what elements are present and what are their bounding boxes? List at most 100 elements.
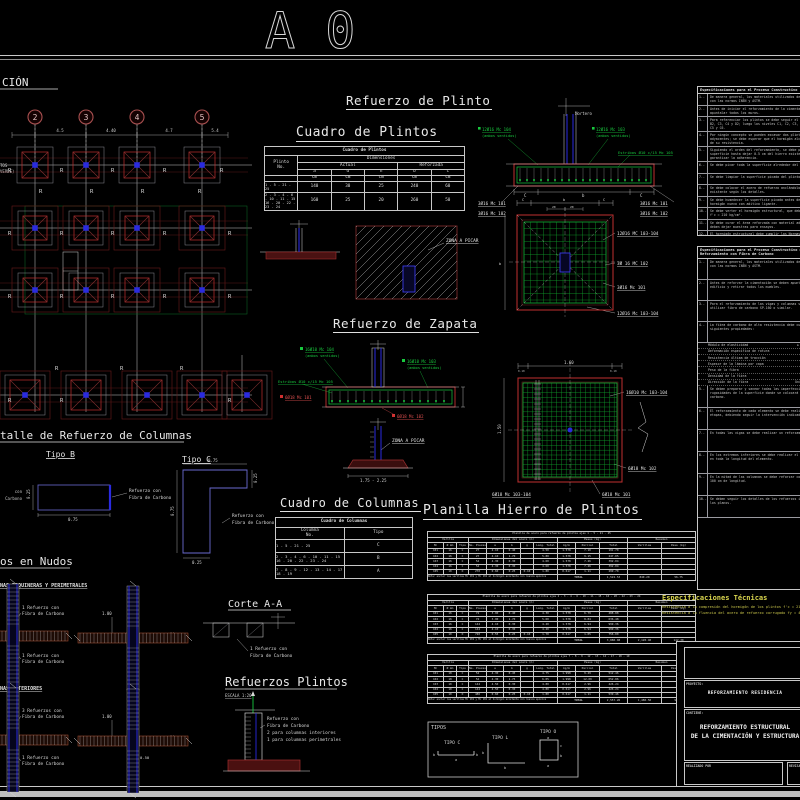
contiene-label: CONTIENE:: [686, 711, 704, 715]
nudo-cross: [0, 578, 73, 694]
grid-r-label: R: [8, 398, 12, 404]
plan-dim-value: 5.4: [211, 128, 219, 133]
rpl-note-1: Fibra de Carbono: [267, 723, 310, 729]
tipo-l-b1: b: [482, 751, 484, 755]
pplan-dim-b: b: [563, 198, 565, 202]
proyecto-value: REFORZAMIENTO RESIDENCIA: [707, 691, 783, 696]
plinto-label-left2: 3Ø16 Mc 102: [478, 211, 506, 216]
pplan-dim-s1: 20: [552, 205, 556, 209]
pplan-label-4: 12Ø16 Mc 103-104: [617, 310, 659, 317]
tipo-c-dim-right: 0.25: [253, 473, 258, 483]
rpl-note-2: 2 para columnas interiores: [267, 730, 336, 736]
corte-aa-title: Corte A-A: [228, 599, 282, 610]
tipos-label: TIPOS: [431, 725, 446, 731]
footing: [67, 146, 105, 184]
zapata-label-estribos: Estribos Ø10 c/15 Mc 105: [278, 379, 333, 384]
fiber-property: Resistencia última de tracción≥ 3.790 MP…: [698, 355, 800, 362]
tipo-b-frag1: con: [15, 489, 23, 494]
svg-text:4: 4: [135, 113, 140, 122]
tipo-b-frag2: Carbono: [5, 496, 22, 501]
especificaciones-proceso-1: Especificaciones para el Proceso Constru…: [697, 86, 800, 236]
contiene-line-1: REFORZAMIENTO ESTRUCTURAL: [699, 724, 791, 731]
planilla-table-2: Planilla de acero para refuerzo de plint…: [426, 594, 697, 644]
axis-bubble: 3: [78, 109, 94, 160]
plinto-label-topright2: (ambos sentidos): [596, 134, 631, 138]
footing: [113, 267, 161, 313]
svg-text:5: 5: [200, 113, 205, 122]
tipo-o-name: TIPO O: [540, 729, 557, 735]
proyecto-label: PROYECTO:: [686, 682, 704, 686]
grid-r-label: R: [39, 189, 43, 195]
planilla-table: Planilla de acero para refuerzo de plint…: [426, 531, 697, 581]
grid-r-label: R: [8, 294, 12, 300]
title-block: PROYECTO: REFORZAMIENTO RESIDENCIA CONTI…: [676, 641, 800, 787]
zplan-dim-off2: 0.10: [610, 369, 617, 373]
contiene-line-2: DE LA CIMENTACIÓN Y ESTRUCTURA: [690, 733, 800, 740]
plinto-label-topleft: 12Ø16 Mc 104: [482, 127, 511, 132]
grid-r-label: R: [111, 168, 115, 174]
grid-r-label: R: [198, 189, 202, 195]
spec-item: 6.-Se debe picar toda la superficie alre…: [698, 162, 800, 174]
tipo-o-a2: a: [547, 764, 549, 768]
footing: [113, 205, 161, 251]
grid-r-label: R: [60, 168, 64, 174]
grid-r-label: R: [111, 231, 115, 237]
pplan-dim-s2: 20: [570, 205, 574, 209]
title-block-proyecto-cell: PROYECTO: REFORZAMIENTO RESIDENCIA: [684, 680, 800, 708]
spec-item: 1.-De manera general, los materiales uti…: [698, 94, 800, 106]
grid-r-label: R: [163, 231, 167, 237]
footing: [62, 205, 110, 251]
spec-item: 9.-En la mitad de las columnas se debe r…: [698, 473, 800, 496]
pplan-label-1: 12Ø16 MC 103-104: [617, 230, 659, 237]
spec-item: 4.-La fibra de carbono de alta resistenc…: [698, 321, 800, 343]
tipo-b-dim-h: 0.25: [26, 489, 31, 499]
tipo-c-a: a: [455, 758, 457, 762]
zplan-label-2: 6Ø18 Mc 102: [628, 465, 657, 472]
spec-item: 12.-El hormigón estructural debe cumplir…: [698, 231, 800, 235]
zapata-section: 16Ø10 Mc 104 (ambos sentidos) 16Ø10 Mc 1…: [278, 340, 465, 483]
zapata-label-topright: 16Ø10 Mc 103: [407, 359, 436, 364]
plinto-plan-detail: C b C 20 20 b 12Ø16 MC 103-104 3Ø 16 MC …: [499, 198, 659, 317]
zplan-dim-left: 1.50: [497, 424, 502, 434]
refuerzo-zapata-title: Refuerzo de Zapata: [333, 316, 480, 333]
grid-r-label: R: [90, 189, 94, 195]
axis-bubble: 4: [129, 109, 145, 160]
nudos-heading-2: NAS INTERIORES: [0, 686, 42, 692]
tipo-o-b: b: [560, 754, 562, 758]
realizado-label: REALIZADO POR: [686, 764, 711, 768]
planilla-table-3: Planilla de acero para refuerzo de plint…: [426, 654, 697, 704]
nudos-a-top2: Fibra de Carbono: [22, 611, 65, 617]
fiber-property: Deformación específica de rotura≥ 1.80 %: [698, 349, 800, 355]
fiber-property: Densidad de la fibra≥ 1.8 g/cm³: [698, 374, 800, 380]
nudos-a-bot1: 1 Refuerzo con: [22, 653, 59, 659]
corte-aa-label2: Fibra de Carbono: [250, 653, 293, 659]
zplan-label-3: 6Ø18 Mc 101: [602, 491, 631, 498]
refuerzo-plinto-title: Refuerzo de Plinto: [346, 93, 493, 110]
grid-r-label: R: [180, 366, 184, 372]
spec-item: 5.-Siguiendo el orden del reforzamiento,…: [698, 147, 800, 163]
nudos-c-bot2: Fibra de Carbono: [22, 761, 65, 767]
footing: [11, 205, 59, 251]
axis-bubble: 2: [27, 109, 43, 160]
title-block-logo-cell: [684, 647, 800, 679]
fiber-property: Peso de la fibra≥ 300 g/m²: [698, 367, 800, 374]
nudos-c-top2: Fibra de Carbono: [22, 714, 65, 720]
plinto-label-estribos: Estribos Ø10 c/15 Mc 105: [618, 150, 673, 155]
frame-bottom-band: [0, 791, 800, 797]
footing: [183, 146, 221, 184]
grid-r-label: R: [120, 366, 124, 372]
tipo-c-ref2: Fibra de Carbono: [232, 520, 275, 526]
tipo-c-label: Tipo C: [182, 455, 211, 464]
plan-title-fragment: CIÓN: [2, 76, 29, 89]
plinto-mortero-label: Mortero: [575, 111, 592, 116]
zplan-label-4: 6Ø18 Mc 103-104: [492, 491, 531, 498]
tecnicas-title: Especificaciones Técnicas: [662, 594, 768, 602]
zona-picar-detail: ZONA A PICAR: [260, 220, 479, 300]
tipo-b-label: Tipo B: [46, 450, 75, 459]
plinto-dim-b: b: [582, 193, 585, 198]
nudos-a-bot2: Fibra de Carbono: [22, 659, 65, 665]
plinto-section: Mortero 12Ø16 Mc 104 (ambos sentidos) 12…: [478, 98, 675, 216]
tipos-box: TIPOS TIPO C b a b TIPO L b b TIPO O a c…: [427, 721, 579, 778]
